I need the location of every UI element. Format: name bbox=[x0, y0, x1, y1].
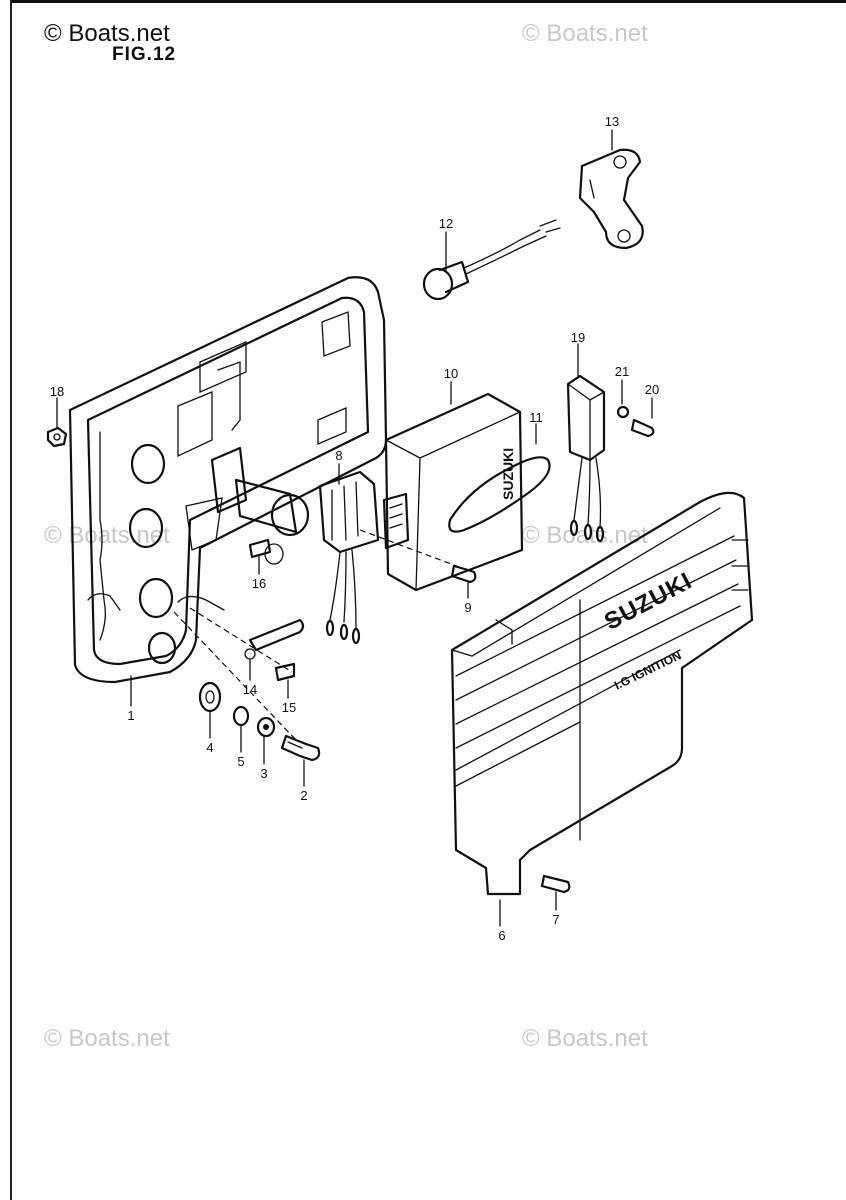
nut bbox=[46, 426, 68, 448]
callout-14: 14 bbox=[242, 682, 258, 697]
bracket bbox=[578, 148, 644, 250]
callout-10: 10 bbox=[443, 366, 459, 381]
callout-21: 21 bbox=[614, 364, 630, 379]
frame-left-border bbox=[10, 0, 12, 1200]
callout-12: 12 bbox=[438, 216, 454, 231]
screw bbox=[450, 564, 477, 584]
watermark: © Boats.net bbox=[44, 1025, 170, 1052]
callout-18: 18 bbox=[49, 384, 65, 399]
callout-13: 13 bbox=[604, 114, 620, 129]
callout-5: 5 bbox=[237, 754, 245, 769]
figure-label: FIG.12 bbox=[112, 44, 177, 65]
callout-4: 4 bbox=[206, 740, 214, 755]
callout-8: 8 bbox=[335, 448, 343, 463]
brand-copyright: © Boats.net bbox=[44, 20, 170, 47]
ignition-box-housing bbox=[68, 276, 388, 684]
callout-20: 20 bbox=[644, 382, 660, 397]
watermark: © Boats.net bbox=[522, 20, 648, 47]
watermark: © Boats.net bbox=[44, 522, 170, 549]
mounting-hardware bbox=[173, 611, 321, 762]
screw-and-washer bbox=[616, 405, 655, 438]
callout-1: 1 bbox=[127, 708, 135, 723]
wire-loop bbox=[448, 456, 551, 533]
cdi-module bbox=[359, 392, 524, 592]
callout-3: 3 bbox=[260, 766, 268, 781]
watermark: © Boats.net bbox=[522, 1025, 648, 1052]
callout-6: 6 bbox=[498, 928, 506, 943]
leader-lines bbox=[56, 129, 653, 927]
ignition-cover bbox=[450, 491, 754, 896]
callout-19: 19 bbox=[570, 330, 586, 345]
frame-top-border bbox=[10, 0, 846, 3]
callout-15: 15 bbox=[281, 700, 297, 715]
cover-screw bbox=[540, 874, 571, 894]
sensor bbox=[422, 219, 561, 301]
module-brand-text: SUZUKI bbox=[500, 447, 516, 500]
connector bbox=[318, 470, 380, 645]
rectifier bbox=[566, 374, 606, 543]
callout-9: 9 bbox=[464, 600, 472, 615]
callout-11: 11 bbox=[529, 410, 543, 425]
callout-7: 7 bbox=[552, 912, 560, 927]
clip-and-screws bbox=[189, 538, 305, 682]
callout-2: 2 bbox=[300, 788, 308, 803]
callout-16: 16 bbox=[251, 576, 267, 591]
